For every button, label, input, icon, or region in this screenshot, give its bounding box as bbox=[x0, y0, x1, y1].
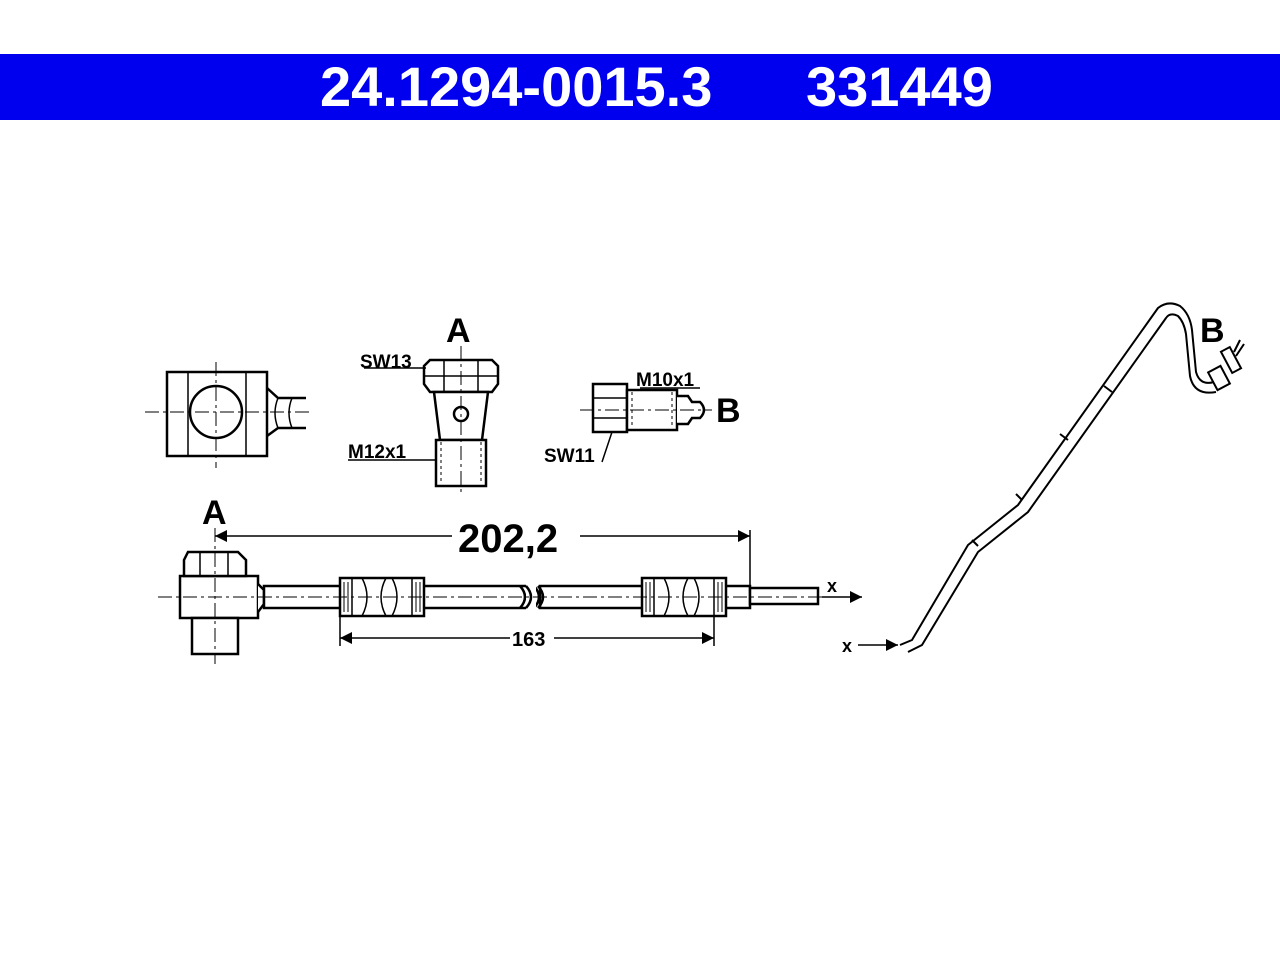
assembly-a-label: A bbox=[202, 494, 227, 532]
part-number: 24.1294-0015.3 bbox=[320, 55, 713, 118]
x-label-bottom: x bbox=[842, 636, 852, 656]
route-b-label: B bbox=[1200, 312, 1225, 350]
hose-length-dimension bbox=[339, 616, 715, 646]
overall-length-dimension bbox=[215, 530, 751, 586]
hose-assembly-side-view bbox=[158, 528, 832, 664]
m10x1-label: M10x1 bbox=[636, 370, 695, 391]
eye-fitting-end-view bbox=[145, 362, 310, 468]
detail-b-label: B bbox=[716, 392, 741, 430]
sw13-label: SW13 bbox=[360, 352, 412, 373]
tube-nut-detail-b bbox=[580, 382, 712, 463]
m12x1-label: M12x1 bbox=[348, 442, 407, 463]
routed-brake-line bbox=[899, 302, 1245, 653]
banjo-bolt-detail-a bbox=[348, 346, 500, 496]
overall-length-value: 202,2 bbox=[458, 517, 558, 561]
x-label-top: x bbox=[827, 576, 837, 596]
reference-number: 331449 bbox=[806, 55, 993, 118]
hose-length-value: 163 bbox=[512, 629, 545, 651]
sw11-label: SW11 bbox=[544, 446, 595, 467]
title-bar: 24.1294-0015.3 331449 bbox=[0, 54, 1280, 120]
detail-a-label: A bbox=[446, 312, 471, 350]
